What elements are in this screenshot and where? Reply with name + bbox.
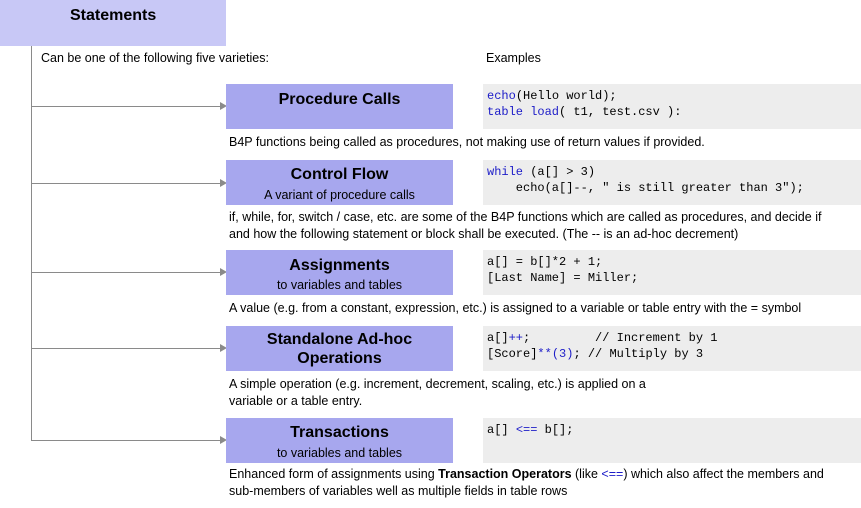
procedure-calls-desc: B4P functions being called as procedures… [229, 135, 705, 149]
transactions-desc-part-1: Enhanced form of assignments using [229, 467, 439, 481]
control-flow-desc: if, while, for, switch / case, etc. are … [229, 210, 822, 241]
code-text: [Last Name] = Miller; [487, 271, 639, 285]
transactions-title: Transactions [290, 424, 389, 441]
control-flow-subtitle: A variant of procedure calls [264, 188, 415, 202]
arrow-3 [220, 268, 227, 276]
code-text: (a[] > 3) [523, 165, 596, 179]
assignments-code: a[] = b[]*2 + 1; [Last Name] = Miller; [483, 250, 861, 295]
code-text: (Hello world); [515, 89, 617, 103]
code-keyword: **(3) [537, 347, 574, 361]
code-text: [Score] [487, 347, 538, 361]
arrow-5 [220, 436, 227, 444]
code-line: echo(a[]--, " is still greater than 3"); [487, 180, 861, 196]
code-line: a[] <== b[]; [487, 422, 861, 438]
adhoc-operations-title: Standalone Ad-hoc Operations [266, 331, 413, 367]
branch-line-4 [31, 348, 221, 349]
procedure-calls-title: Procedure Calls [278, 91, 401, 108]
branch-line-2 [31, 183, 221, 184]
code-keyword: table load [487, 105, 560, 119]
code-keyword: while [487, 165, 524, 179]
branch-line-1 [31, 106, 221, 107]
arrow-4 [220, 344, 227, 352]
assignments-title: Assignments [289, 257, 390, 274]
intro-text: Can be one of the following five varieti… [41, 51, 269, 65]
transactions-desc-part-5: ) which also affect the members and sub-… [229, 467, 824, 498]
assignments-box: Assignments to variables and tables [226, 250, 453, 295]
statements-header: Statements [0, 0, 226, 46]
transactions-desc-part-4: <== [601, 467, 624, 481]
code-line: a[]++; // Increment by 1 [487, 330, 861, 346]
code-text: a[] [487, 331, 509, 345]
arrow-1 [220, 102, 227, 110]
code-text: ; // Multiply by 3 [573, 347, 704, 361]
code-keyword: ++ [508, 331, 524, 345]
branch-line-3 [31, 272, 221, 273]
code-line: table load( t1, test.csv ): [487, 104, 861, 120]
code-line: echo(Hello world); [487, 88, 861, 104]
code-text: a[] = b[]*2 + 1; [487, 255, 603, 269]
transactions-desc-part-3: (like [571, 467, 602, 481]
arrow-2 [220, 179, 227, 187]
control-flow-box: Control Flow A variant of procedure call… [226, 160, 453, 205]
procedure-calls-box: Procedure Calls [226, 84, 453, 129]
code-text: echo(a[]--, " is still greater than 3"); [487, 181, 804, 195]
code-text: a[] [487, 423, 516, 437]
code-line: [Score]**(3); // Multiply by 3 [487, 346, 861, 362]
code-keyword: echo [487, 89, 516, 103]
transactions-subtitle: to variables and tables [276, 446, 403, 460]
branch-line-5 [31, 440, 221, 441]
code-text: b[]; [537, 423, 574, 437]
control-flow-title: Control Flow [290, 166, 389, 183]
control-flow-code: while (a[] > 3) echo(a[]--, " is still g… [483, 160, 861, 205]
code-text: ; // Increment by 1 [523, 331, 718, 345]
statements-title: Statements [70, 7, 157, 24]
procedure-calls-code: echo(Hello world);table load( t1, test.c… [483, 84, 861, 129]
transactions-desc-part-2: Transaction Operators [438, 467, 572, 481]
adhoc-operations-code: a[]++; // Increment by 1[Score]**(3); //… [483, 326, 861, 371]
transactions-code: a[] <== b[]; [483, 418, 861, 463]
assignments-desc: A value (e.g. from a constant, expressio… [229, 301, 802, 315]
adhoc-operations-desc: A simple operation (e.g. increment, decr… [229, 377, 646, 408]
code-line: [Last Name] = Miller; [487, 270, 861, 286]
adhoc-operations-box: Standalone Ad-hoc Operations [226, 326, 453, 371]
code-text: ( t1, test.csv ): [559, 105, 682, 119]
code-line: a[] = b[]*2 + 1; [487, 254, 861, 270]
transactions-desc: Enhanced form of assignments using Trans… [229, 466, 849, 500]
transactions-box: Transactions to variables and tables [226, 418, 453, 463]
code-keyword: <== [515, 423, 538, 437]
code-line: while (a[] > 3) [487, 164, 861, 180]
examples-label: Examples [486, 51, 541, 65]
tree-trunk-line [31, 46, 32, 441]
assignments-subtitle: to variables and tables [276, 278, 403, 292]
